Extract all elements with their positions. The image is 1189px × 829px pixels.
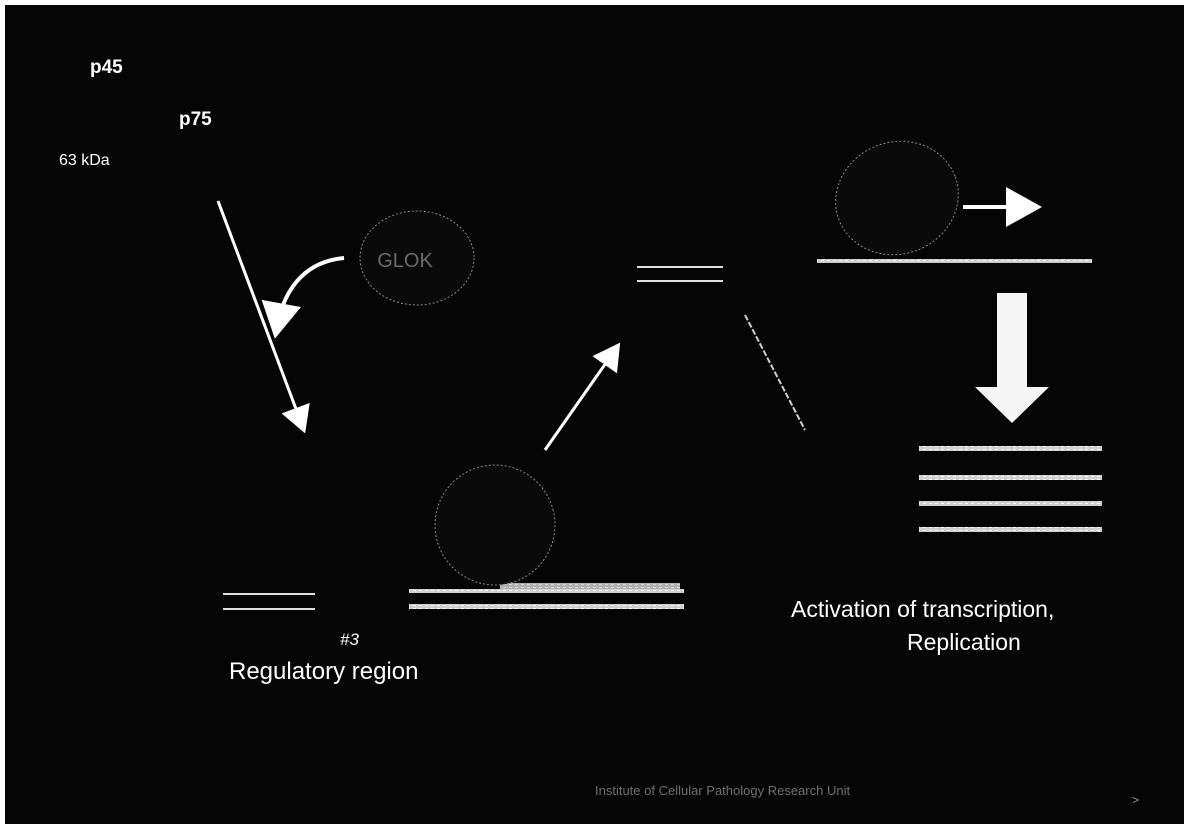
arrow-up-to-center [543,342,621,451]
dna-stack-4 [919,527,1102,532]
label-activation-line1: Activation of transcription, [791,596,1055,622]
arrow-curved-protein [261,256,345,339]
diagram-slide: GLOK p45 p75 63 kDa #3 Regula [5,5,1184,824]
label-63kda: 63 kDa [59,152,110,169]
label-regulatory-region: Regulatory region [229,658,419,685]
dna-stack-1 [919,446,1102,451]
label-site-number: #3 [340,630,359,649]
block-arrow-down [975,293,1049,423]
dna-stack-3 [919,501,1102,506]
footer-text: Institute of Cellular Pathology Research… [595,783,851,798]
protein-ellipse-bound [434,464,556,586]
dna-stack-2 [919,475,1102,480]
protein-ellipse-right [835,140,959,256]
page-marker: > [1132,793,1140,807]
label-p75: p75 [179,109,212,130]
dna-mid-highlight [500,583,680,592]
dna-mid-bottom [409,604,684,609]
dna-right-line [817,259,1092,263]
label-activation-line2: Replication [907,629,1021,655]
protein-ellipse-top [359,210,475,306]
protein-top-text: GLOK [377,250,433,272]
diagram-graphics: GLOK [216,140,1102,610]
label-p45: p45 [90,57,123,78]
dna-diagonal-strand [744,314,806,431]
arrow-binding-down [216,200,310,434]
